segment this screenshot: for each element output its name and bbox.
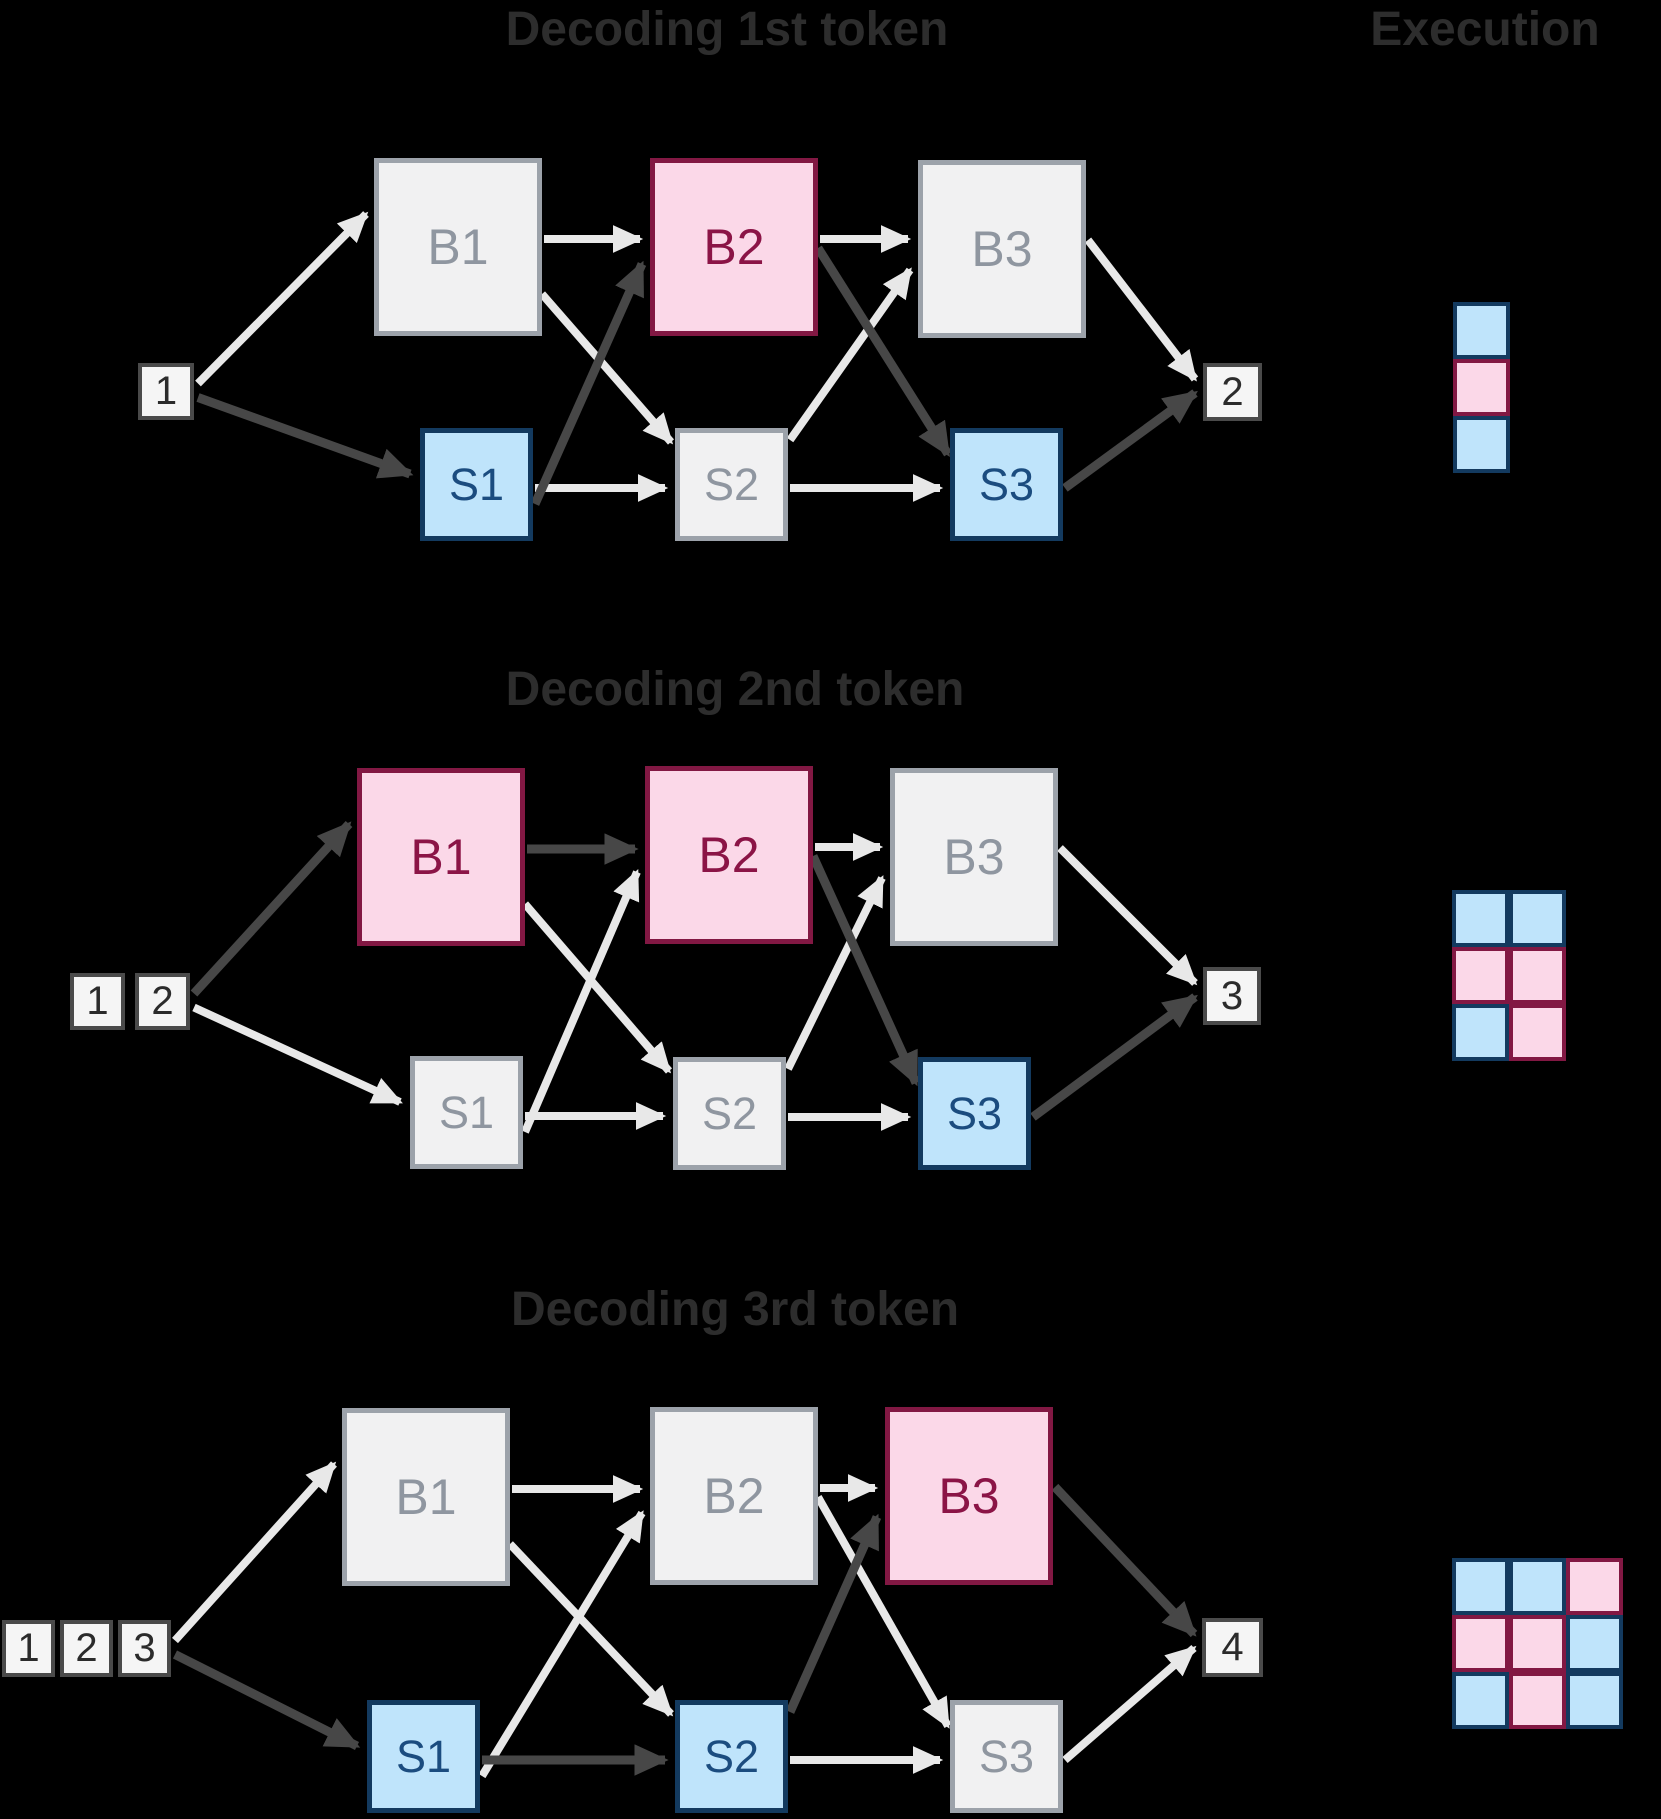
diagram1-edge-B1-S2 — [538, 291, 675, 445]
diagram3-edge-S1-B2 — [478, 1510, 646, 1779]
diagram3-input-token-1: 1 — [2, 1620, 55, 1677]
diagram3-exec-cell-r2c1 — [1509, 1672, 1566, 1729]
diagram2-title: Decoding 2nd token — [505, 663, 965, 716]
diagram2-edge-S3-out — [1030, 993, 1198, 1121]
diagram1-output-token: 2 — [1203, 363, 1262, 421]
diagram1-edge-S2-B3 — [786, 267, 914, 443]
diagram3-edge-B2-S3 — [814, 1495, 952, 1729]
diagram3-node-S3: S3 — [950, 1700, 1063, 1813]
diagram1-node-B3: B3 — [918, 160, 1086, 338]
diagram2-node-B3: B3 — [890, 768, 1058, 946]
diagram3-node-S2: S2 — [675, 1700, 788, 1813]
diagram2-input-token-2: 2 — [135, 973, 190, 1030]
diagram1-edge-in-S1 — [196, 393, 414, 479]
diagram3-edge-in-B1 — [172, 1461, 337, 1644]
diagram2-edge-B1-S2 — [521, 901, 673, 1074]
diagram2-edge-B3-out — [1057, 845, 1198, 986]
diagram3-title: Decoding 3rd token — [510, 1283, 960, 1336]
diagram3-exec-cell-r2c0 — [1452, 1672, 1509, 1729]
diagram2-edge-in-B1 — [190, 820, 353, 997]
diagram3-exec-cell-r0c0 — [1452, 1558, 1509, 1615]
diagram2-exec-cell-r0c0 — [1452, 890, 1509, 947]
diagram2-edge-in-S1 — [192, 1003, 403, 1106]
diagram1-node-S2: S2 — [675, 428, 788, 541]
diagram2-node-S3: S3 — [918, 1057, 1031, 1170]
execution-header: Execution — [1370, 3, 1600, 56]
diagram3-node-B2: B2 — [650, 1407, 818, 1585]
diagram1-node-S3: S3 — [950, 428, 1063, 541]
diagram1-node-B2: B2 — [650, 158, 818, 336]
diagram3-exec-cell-r0c2 — [1566, 1558, 1623, 1615]
diagram3-edge-S3-out — [1062, 1644, 1197, 1764]
diagram3-exec-cell-r0c1 — [1509, 1558, 1566, 1615]
diagram2-node-S1: S1 — [410, 1056, 523, 1169]
diagram3-node-B3: B3 — [885, 1407, 1053, 1585]
diagram3-exec-cell-r1c0 — [1452, 1615, 1509, 1672]
diagram3-edge-B1-S2 — [507, 1541, 674, 1717]
diagram3-output-token: 4 — [1202, 1618, 1263, 1677]
diagram2-exec-cell-r1c0 — [1452, 947, 1509, 1004]
diagram2-input-token-1: 1 — [70, 973, 125, 1030]
diagram2-exec-cell-r0c1 — [1509, 890, 1566, 947]
diagram3-edge-S2-B3 — [785, 1513, 882, 1714]
diagram2-node-B2: B2 — [645, 766, 813, 944]
diagram3-edge-B3-out — [1051, 1483, 1198, 1638]
diagram1-input-token-1: 1 — [138, 363, 194, 420]
diagram3-input-token-3: 3 — [118, 1620, 171, 1677]
diagram2-exec-cell-r1c1 — [1509, 947, 1566, 1004]
diagram1-edge-B3-out — [1084, 237, 1199, 382]
light-arrows-group — [172, 211, 1199, 1779]
diagram2-exec-cell-r2c1 — [1509, 1004, 1566, 1061]
diagram2-edge-S1-B2 — [521, 869, 641, 1134]
diagram1-node-S1: S1 — [420, 428, 533, 541]
diagram2-node-S2: S2 — [673, 1057, 786, 1170]
diagram2-node-B1: B1 — [357, 768, 525, 946]
diagram2-edge-B2-S3 — [808, 854, 921, 1087]
diagram3-exec-cell-r2c2 — [1566, 1672, 1623, 1729]
diagram3-input-token-2: 2 — [60, 1620, 113, 1677]
diagram1-exec-cell-r2c0 — [1453, 416, 1510, 473]
diagram3-node-S1: S1 — [367, 1700, 480, 1813]
diagram3-node-B1: B1 — [342, 1408, 510, 1586]
diagram1-edge-in-B1 — [195, 211, 369, 387]
diagram1-exec-cell-r1c0 — [1453, 359, 1510, 416]
diagram3-exec-cell-r1c1 — [1509, 1615, 1566, 1672]
diagram1-edge-S1-B2 — [530, 260, 647, 506]
diagram1-edge-S3-out — [1062, 389, 1198, 492]
dark-arrows-group — [172, 245, 1198, 1776]
diagram2-exec-cell-r2c0 — [1452, 1004, 1509, 1061]
diagram3-exec-cell-r1c2 — [1566, 1615, 1623, 1672]
diagram1-title: Decoding 1st token — [505, 3, 949, 56]
diagram1-exec-cell-r0c0 — [1453, 302, 1510, 359]
diagram3-edge-in-S1 — [172, 1650, 361, 1751]
diagram1-node-B1: B1 — [374, 158, 542, 336]
diagram1-edge-B2-S3 — [814, 245, 952, 458]
diagram2-output-token: 3 — [1203, 967, 1261, 1025]
diagram2-edge-S2-B3 — [784, 875, 886, 1071]
